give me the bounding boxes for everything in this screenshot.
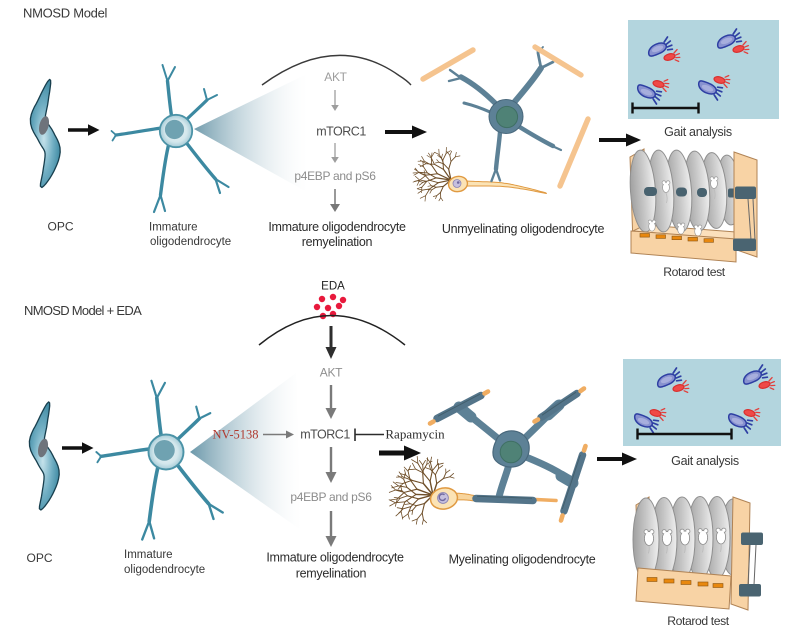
svg-text:EDA: EDA (321, 281, 345, 293)
svg-text:remyelination: remyelination (302, 235, 373, 249)
svg-text:oligodendrocyte: oligodendrocyte (124, 564, 205, 576)
svg-text:mTORC1: mTORC1 (300, 428, 350, 442)
svg-text:p4EBP and pS6: p4EBP and pS6 (290, 490, 372, 504)
svg-text:NMOSD Model: NMOSD Model (23, 6, 108, 21)
svg-text:Unmyelinating oligodendrocyte: Unmyelinating oligodendrocyte (442, 222, 605, 236)
svg-text:Rotarod test: Rotarod test (667, 614, 730, 628)
svg-text:NV-5138: NV-5138 (212, 428, 258, 442)
svg-text:Myelinating oligodendrocyte: Myelinating oligodendrocyte (449, 553, 596, 567)
svg-text:OPC: OPC (47, 220, 73, 234)
svg-text:oligodendrocyte: oligodendrocyte (150, 236, 231, 248)
svg-text:NMOSD Model + EDA: NMOSD Model + EDA (24, 303, 142, 318)
svg-text:mTORC1: mTORC1 (316, 125, 366, 139)
svg-text:p4EBP and pS6: p4EBP and pS6 (294, 169, 376, 183)
svg-text:AKT: AKT (324, 70, 347, 84)
svg-text:Immature oligodendrocyte: Immature oligodendrocyte (268, 220, 406, 234)
svg-text:Gait analysis: Gait analysis (664, 125, 732, 139)
svg-text:Gait analysis: Gait analysis (671, 454, 739, 468)
svg-text:remyelination: remyelination (296, 567, 367, 581)
svg-text:OPC: OPC (26, 551, 52, 565)
svg-text:Immature: Immature (124, 549, 173, 561)
svg-text:Immature oligodendrocyte: Immature oligodendrocyte (266, 551, 404, 565)
svg-text:Rapamycin: Rapamycin (385, 427, 445, 442)
svg-text:Immature: Immature (149, 222, 198, 234)
svg-text:AKT: AKT (320, 366, 343, 380)
svg-text:Rotarod test: Rotarod test (663, 265, 726, 279)
